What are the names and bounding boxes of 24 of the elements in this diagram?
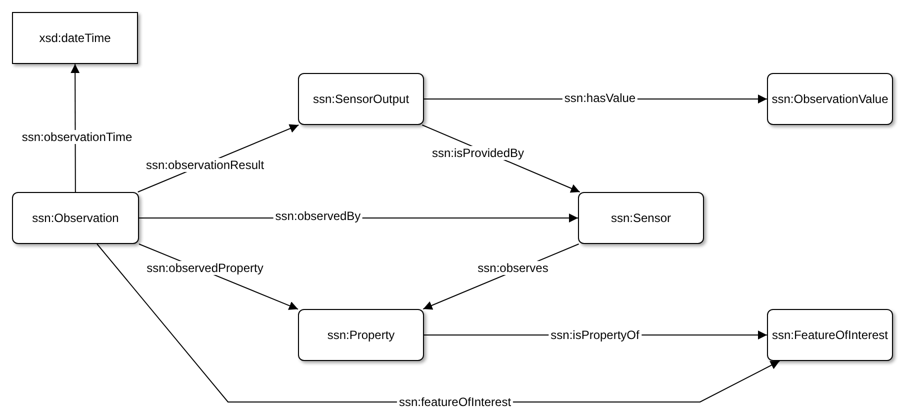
- edge-label: ssn:observedBy: [273, 209, 363, 223]
- class-name: ssn:ObservationValue: [772, 91, 888, 108]
- class-box: [12, 12, 138, 64]
- class-box: [767, 309, 893, 361]
- class-box: [298, 309, 424, 361]
- edge-label: ssn:observationResult: [144, 158, 266, 172]
- class-name: ssn:Sensor: [610, 210, 672, 227]
- class-box: [578, 192, 704, 244]
- edge-label: ssn:observes: [476, 261, 550, 275]
- class-box: [298, 73, 424, 125]
- edge-label: ssn:observationTime: [20, 130, 134, 144]
- class-name: ssn:SensorOutput: [312, 91, 410, 108]
- class-name: ssn:FeatureOfInterest: [772, 327, 888, 344]
- edge-label: ssn:observedProperty: [144, 261, 266, 275]
- class-name: ssn:Observation: [32, 210, 119, 227]
- class-name: ssn:Property: [327, 327, 395, 344]
- class-box: [767, 73, 893, 125]
- edge-label: ssn:isPropertyOf: [548, 328, 642, 342]
- class-name: xsd:dateTime: [39, 30, 111, 47]
- edge-label: ssn:featureOfInterest: [396, 395, 514, 409]
- arrow: [70, 64, 80, 192]
- class-box: [12, 192, 139, 244]
- edge-label: ssn:hasValue: [562, 91, 638, 105]
- edge-label: ssn:isProvidedBy: [430, 146, 526, 160]
